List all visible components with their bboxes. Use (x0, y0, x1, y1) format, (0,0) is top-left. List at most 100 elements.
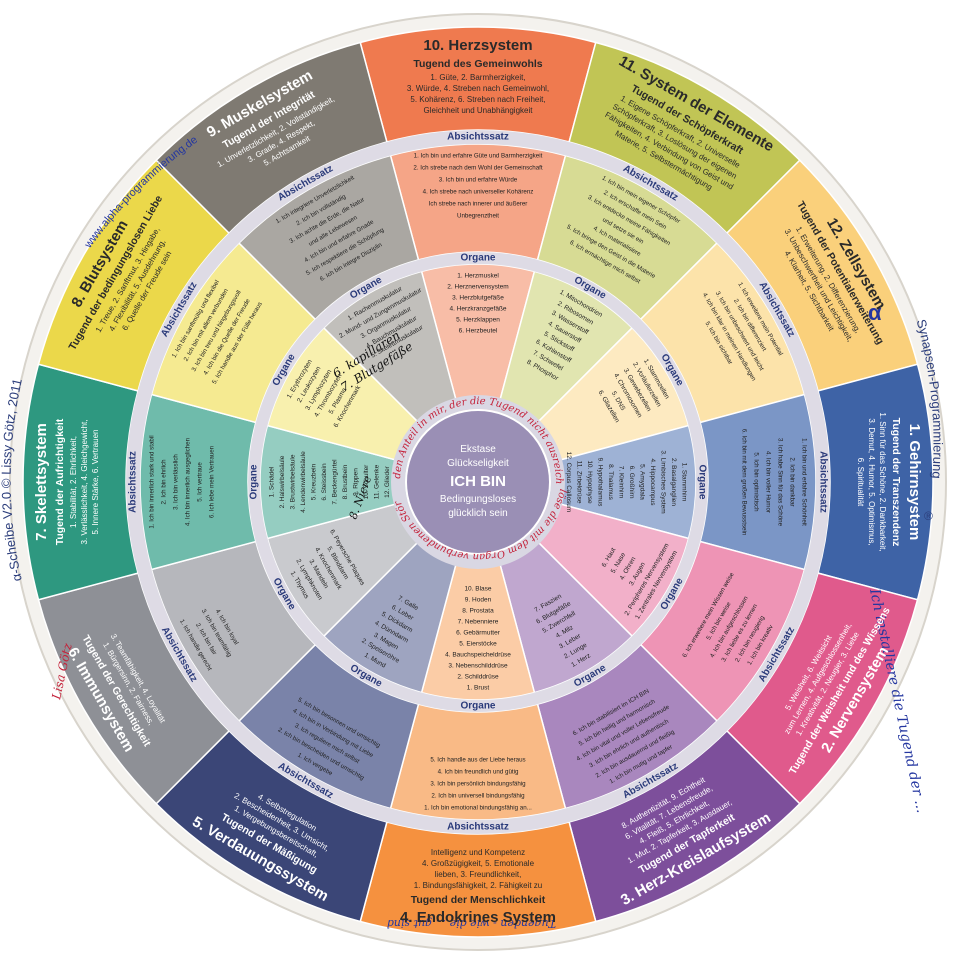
segment-0-absichtssatz-label: Absichtssatz (447, 132, 509, 143)
segment-6-organe-label: Organe (460, 701, 495, 712)
segment-6-organ: 10. Blase (464, 586, 491, 593)
organe-ring (248, 252, 708, 712)
segment-0-title: 10. Herzsystem (423, 37, 532, 54)
segment-6-intention: 3. Ich bin persönlich bindungsfähig (430, 781, 526, 788)
segment-0-intention: Ich strebe nach innerer und äußerer (429, 201, 528, 208)
segment-9-title: 7. Skelettsystem (33, 423, 50, 541)
segment-0-organ: 3. Herzblutgefäße (452, 295, 504, 302)
segment-3-organ: 10. Hypophyse (586, 460, 593, 504)
segment-3-intention: 6. Ich bin mit dem großen Bewusstsein (740, 429, 747, 536)
segment-3-virtue-item: 6. Spiritualität (856, 458, 865, 507)
segment-3-organ: 11. Zirbeldrüse (575, 461, 582, 504)
segment-9-organ: 8. Brustbein (342, 464, 349, 499)
segment-0-virtue-item: Gleichheit und Unabhängigkeit (424, 106, 534, 115)
segment-3-organ: 2. Basalganglien (670, 458, 677, 506)
segment-0-organ: 6. Herzbeutel (459, 328, 498, 335)
segment-3-intention: 5. Ich bin optimistisch (752, 452, 759, 512)
segment-0-organe-label: Organe (460, 253, 495, 264)
band-rings (126, 130, 830, 834)
segment-6-intention: 4. Ich bin freundlich und gütig (438, 769, 519, 776)
segment-0-organ: 5. Herzklappen (456, 317, 500, 324)
segment-3-absichtssatz-label: Absichtssatz (817, 451, 828, 513)
center-line-3: Bedingungsloses (440, 494, 516, 505)
segment-3-virtue: Tugend der Transzendenz (890, 418, 902, 547)
system-sectors (22, 26, 934, 938)
segment-0-intention: 3. Ich bin und erfahre Würde (439, 177, 518, 184)
segment-9-intention: 3. Ich bin verlässlich (173, 454, 180, 510)
segment-3-intention: 2. Ich bin dankbar (788, 457, 795, 506)
segment-3-intention: 4. Ich bin voller Humor (764, 451, 771, 513)
segment-9-organ: 2. Halswirbelsäule (279, 455, 286, 508)
core-ring (391, 395, 565, 569)
logo-letter: α (868, 300, 882, 325)
segment-6-organ: 1. Brust (467, 685, 490, 692)
segment-9-virtue-item: 5. Innere Stärke, 6. Vertrauen (91, 430, 100, 535)
segment-9-organe-label: Organe (249, 464, 260, 499)
center-line-4: glücklich sein (448, 508, 507, 519)
segment-6-virtue-item: lieben, 3. Freundlichkeit, (435, 870, 522, 879)
absichtssatz-ring (126, 130, 830, 834)
center-circle (405, 409, 551, 555)
segment-9-absichtssatz-label: Absichtssatz (128, 451, 139, 513)
segment-3-intention: 3. Ich habe Sinn für das Schöne (776, 438, 783, 527)
segment-0-virtue: Tugend des Gemeinwohls (413, 58, 542, 70)
segment-3-intention: 1. Ich bin und erfahre Schönheit (800, 438, 807, 526)
segment-9-virtue-item: 1. Stabilität, 2. Ehrlichkeit, (69, 436, 78, 528)
segment-0-intention: 1. Ich bin und erfahre Güte und Barmherz… (414, 153, 543, 160)
segment-0-intention: 4. Ich strebe nach universeller Kohärenz (423, 189, 534, 196)
segment-6-organ: 7. Nebenniere (458, 619, 499, 626)
center-line-2: Glückseligkeit (447, 458, 509, 469)
segment-9-organ: 5. Kreuzbein (311, 463, 318, 500)
segment-6-organ: 3. Nebenschilddrüse (448, 663, 508, 670)
note-tugenden: Tugenden - wie die ... gut sind (387, 917, 556, 930)
segment-0-virtue-item: 1. Güte, 2. Barmherzigkeit, (430, 73, 525, 82)
segment-6-organ: 9. Hoden (465, 597, 492, 604)
segment-6-organ: 2. Schilddrüse (457, 674, 499, 681)
segment-3-organ: 1. Stammhirn (680, 463, 687, 502)
segment-6-virtue-item: Intelligenz und Kompetenz (431, 848, 525, 857)
segment-6-virtue: Tugend der Menschlichkeit (411, 894, 546, 906)
segment-9-organ: 1. Schädel (269, 466, 276, 497)
center-line-1: Ekstase (460, 444, 496, 455)
segment-3-organ: 6. Großhirn (628, 466, 635, 499)
segment-9-organ: 10. Schulter (363, 464, 370, 500)
segment-3-organ: 4. Hippocampus (649, 459, 656, 507)
segment-3-organ: 12. Corpus Callosum (565, 452, 572, 513)
segment-9-organ: 11. Gelenke (374, 464, 381, 499)
registered-mark: ® (924, 509, 933, 523)
segment-9-virtue: Tugend der Aufrichtigkeit (54, 418, 66, 545)
segment-9-organ: 3. Brustwirbelsäule (290, 454, 297, 509)
segment-0-intention: 2. Ich strebe nach dem Wohl der Gemeinsc… (413, 165, 542, 172)
segment-3-organ: 5. Amygdala (638, 464, 645, 500)
segment-3-organ: 8. Thalamus (607, 464, 614, 500)
segment-9-intention: 1. Ich bin innerlich stark und stabil (149, 435, 156, 528)
segment-0-virtue-item: 5. Kohärenz, 6. Streben nach Freiheit, (410, 95, 545, 104)
segment-9-organ: 4. Lendenwirbelsäule (300, 451, 307, 513)
segment-0-organ: 4. Herzkranzgefäße (449, 306, 506, 313)
segment-9-organ: 6. Steissbein (321, 463, 328, 501)
segment-9-intention: 4. Ich bin innerlich ausgeglichen (185, 437, 192, 526)
segment-9-organ: 9. Rippen (353, 468, 360, 496)
segment-6-organ: 8. Prostata (462, 608, 494, 615)
segment-3-title: 1. Gehirnsystem (906, 424, 923, 541)
segment-9-organ: 7. Beckengürtel (332, 459, 339, 505)
segment-6-organ: 6. Gebärmutter (456, 630, 501, 637)
segment-3-organe-label: Organe (696, 464, 707, 499)
segment-3-virtue-item: 3. Demut, 4. Humor, 5. Optimismus, (867, 418, 876, 545)
segment-3-organ: 7. Kleinhirn (617, 466, 624, 499)
segment-6-organ: 5. Eierstöcke (459, 641, 497, 648)
segment-9-intention: 2. Ich bin ehrlich (161, 459, 168, 505)
segment-9-intention: 5. Ich vertraue (197, 462, 204, 502)
segment-6-virtue-item: 4. Großzügigkeit, 5. Emotionale (422, 859, 535, 868)
segment-6-absichtssatz-label: Absichtssatz (447, 822, 509, 833)
segment-0-organ: 2. Herznervensystem (447, 284, 508, 291)
segment-0-organ: 1. Herzmuskel (457, 273, 499, 280)
center-title: ICH BIN (450, 473, 506, 490)
segment-3-organ: 9. Hypothalamus (596, 458, 603, 508)
segment-6-intention: 1. Ich bin emotional bindungsfähig an... (424, 805, 532, 812)
segment-0-virtue-item: 3. Würde, 4. Streben nach Gemeinwohl, (407, 84, 549, 93)
segment-6-intention: 5. Ich handle aus der Liebe heraus (430, 757, 525, 764)
segment-0-intention: Unbegrenztheit (457, 213, 499, 220)
segment-9-organ: 12. Glieder (384, 465, 391, 498)
